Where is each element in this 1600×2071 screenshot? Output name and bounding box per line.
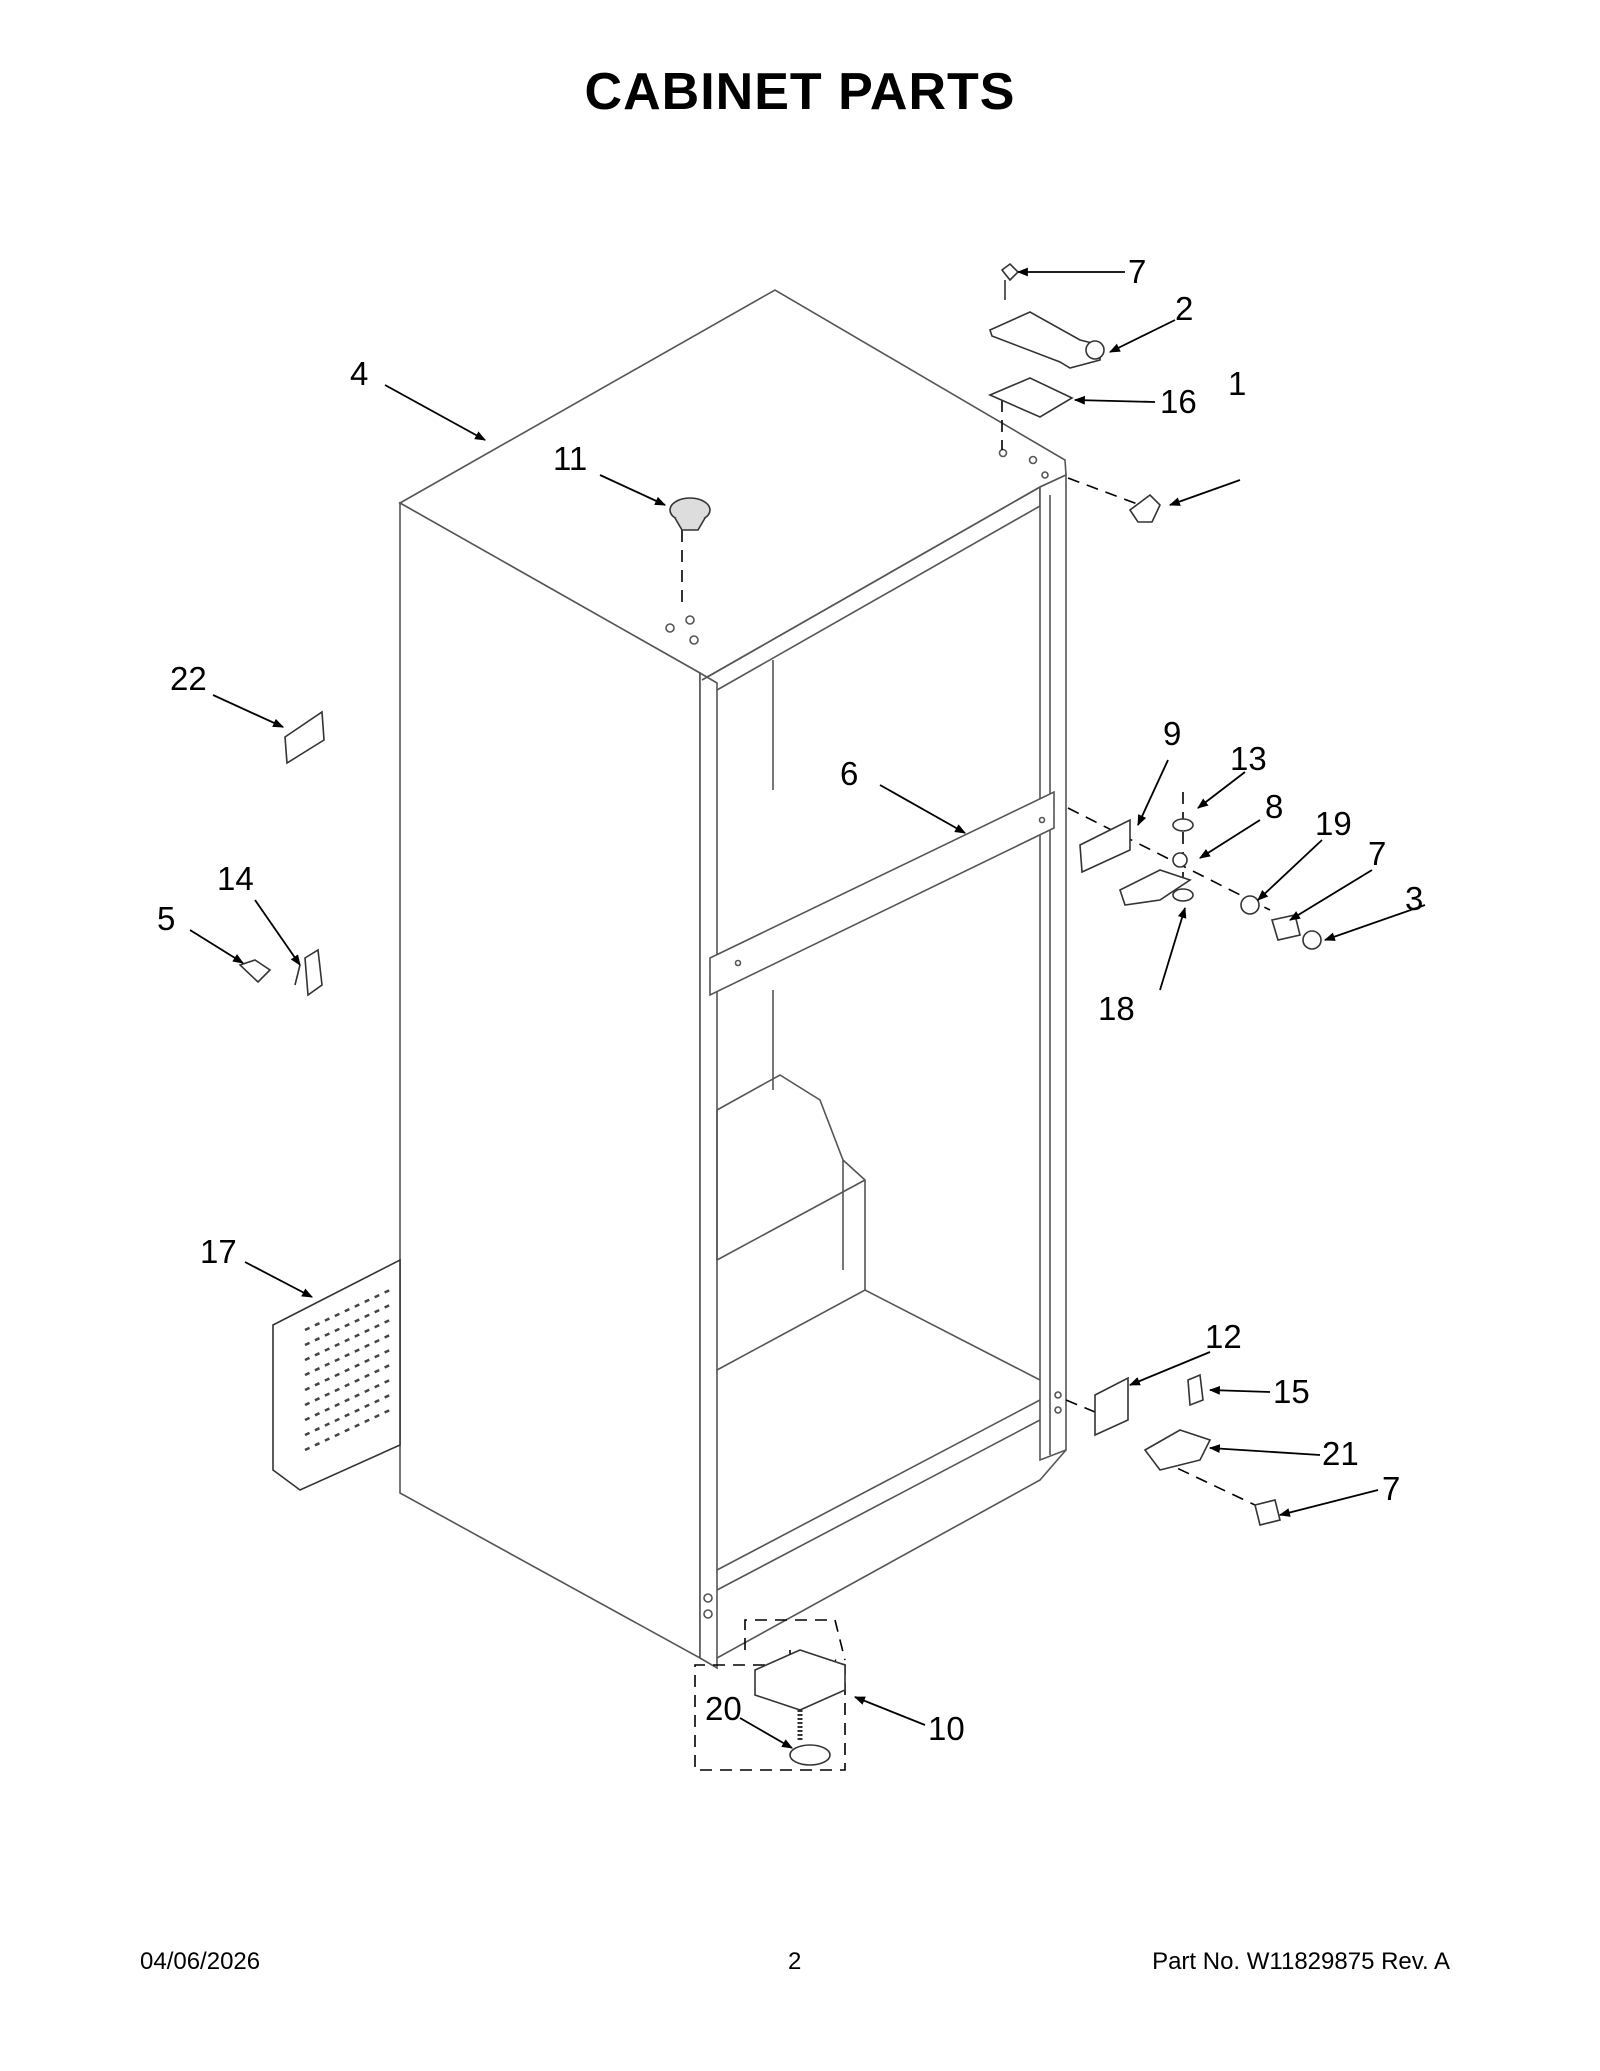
callout-22: 22 (170, 660, 207, 697)
callout-11: 11 (553, 440, 587, 477)
callout-8: 8 (1265, 788, 1283, 825)
callout-labels: 1 2 3 4 5 6 7 7 7 7 8 9 10 11 12 13 14 1… (157, 253, 1423, 1747)
callout-7-center: 7 (1368, 835, 1386, 872)
part-hinge-center (1079, 818, 1322, 950)
callout-21: 21 (1322, 1435, 1359, 1472)
callout-18: 18 (1098, 990, 1135, 1027)
callout-7-top: 7 (1128, 253, 1146, 290)
callout-12: 12 (1205, 1318, 1242, 1355)
part-plug-11 (669, 497, 711, 531)
callout-2: 2 (1175, 290, 1193, 327)
callout-6: 6 (840, 755, 858, 792)
callout-15: 15 (1273, 1373, 1310, 1410)
callout-19: 19 (1315, 805, 1352, 842)
callout-1: 1 (1228, 365, 1246, 402)
callout-14: 14 (217, 860, 254, 897)
cabinet-body (398, 289, 1067, 1670)
callout-9: 9 (1163, 715, 1181, 752)
callout-16: 16 (1160, 383, 1197, 420)
leader-arrows (189, 267, 1426, 1749)
callout-10: 10 (928, 1710, 965, 1747)
callout-3: 3 (1405, 880, 1423, 917)
part-hinge-bottom (1094, 1373, 1281, 1526)
part-bracket-22 (284, 710, 325, 765)
page-title: CABINET PARTS (584, 63, 1016, 121)
part-screw-bracket-14 (238, 948, 323, 997)
part-hinge-top (987, 262, 1161, 523)
part-roller-10 (754, 1649, 846, 1766)
footer-page-number: 2 (788, 1948, 802, 1975)
callout-7-bottom: 7 (1382, 1470, 1400, 1507)
callout-17: 17 (200, 1233, 237, 1270)
callout-13: 13 (1230, 740, 1267, 777)
callout-5: 5 (157, 900, 175, 937)
part-grille-17 (272, 1258, 401, 1491)
footer-date: 04/06/2026 (140, 1948, 261, 1975)
callout-20: 20 (705, 1690, 742, 1727)
callout-4: 4 (350, 355, 368, 392)
footer-part-number: Part No. W11829875 Rev. A (1152, 1948, 1450, 1975)
